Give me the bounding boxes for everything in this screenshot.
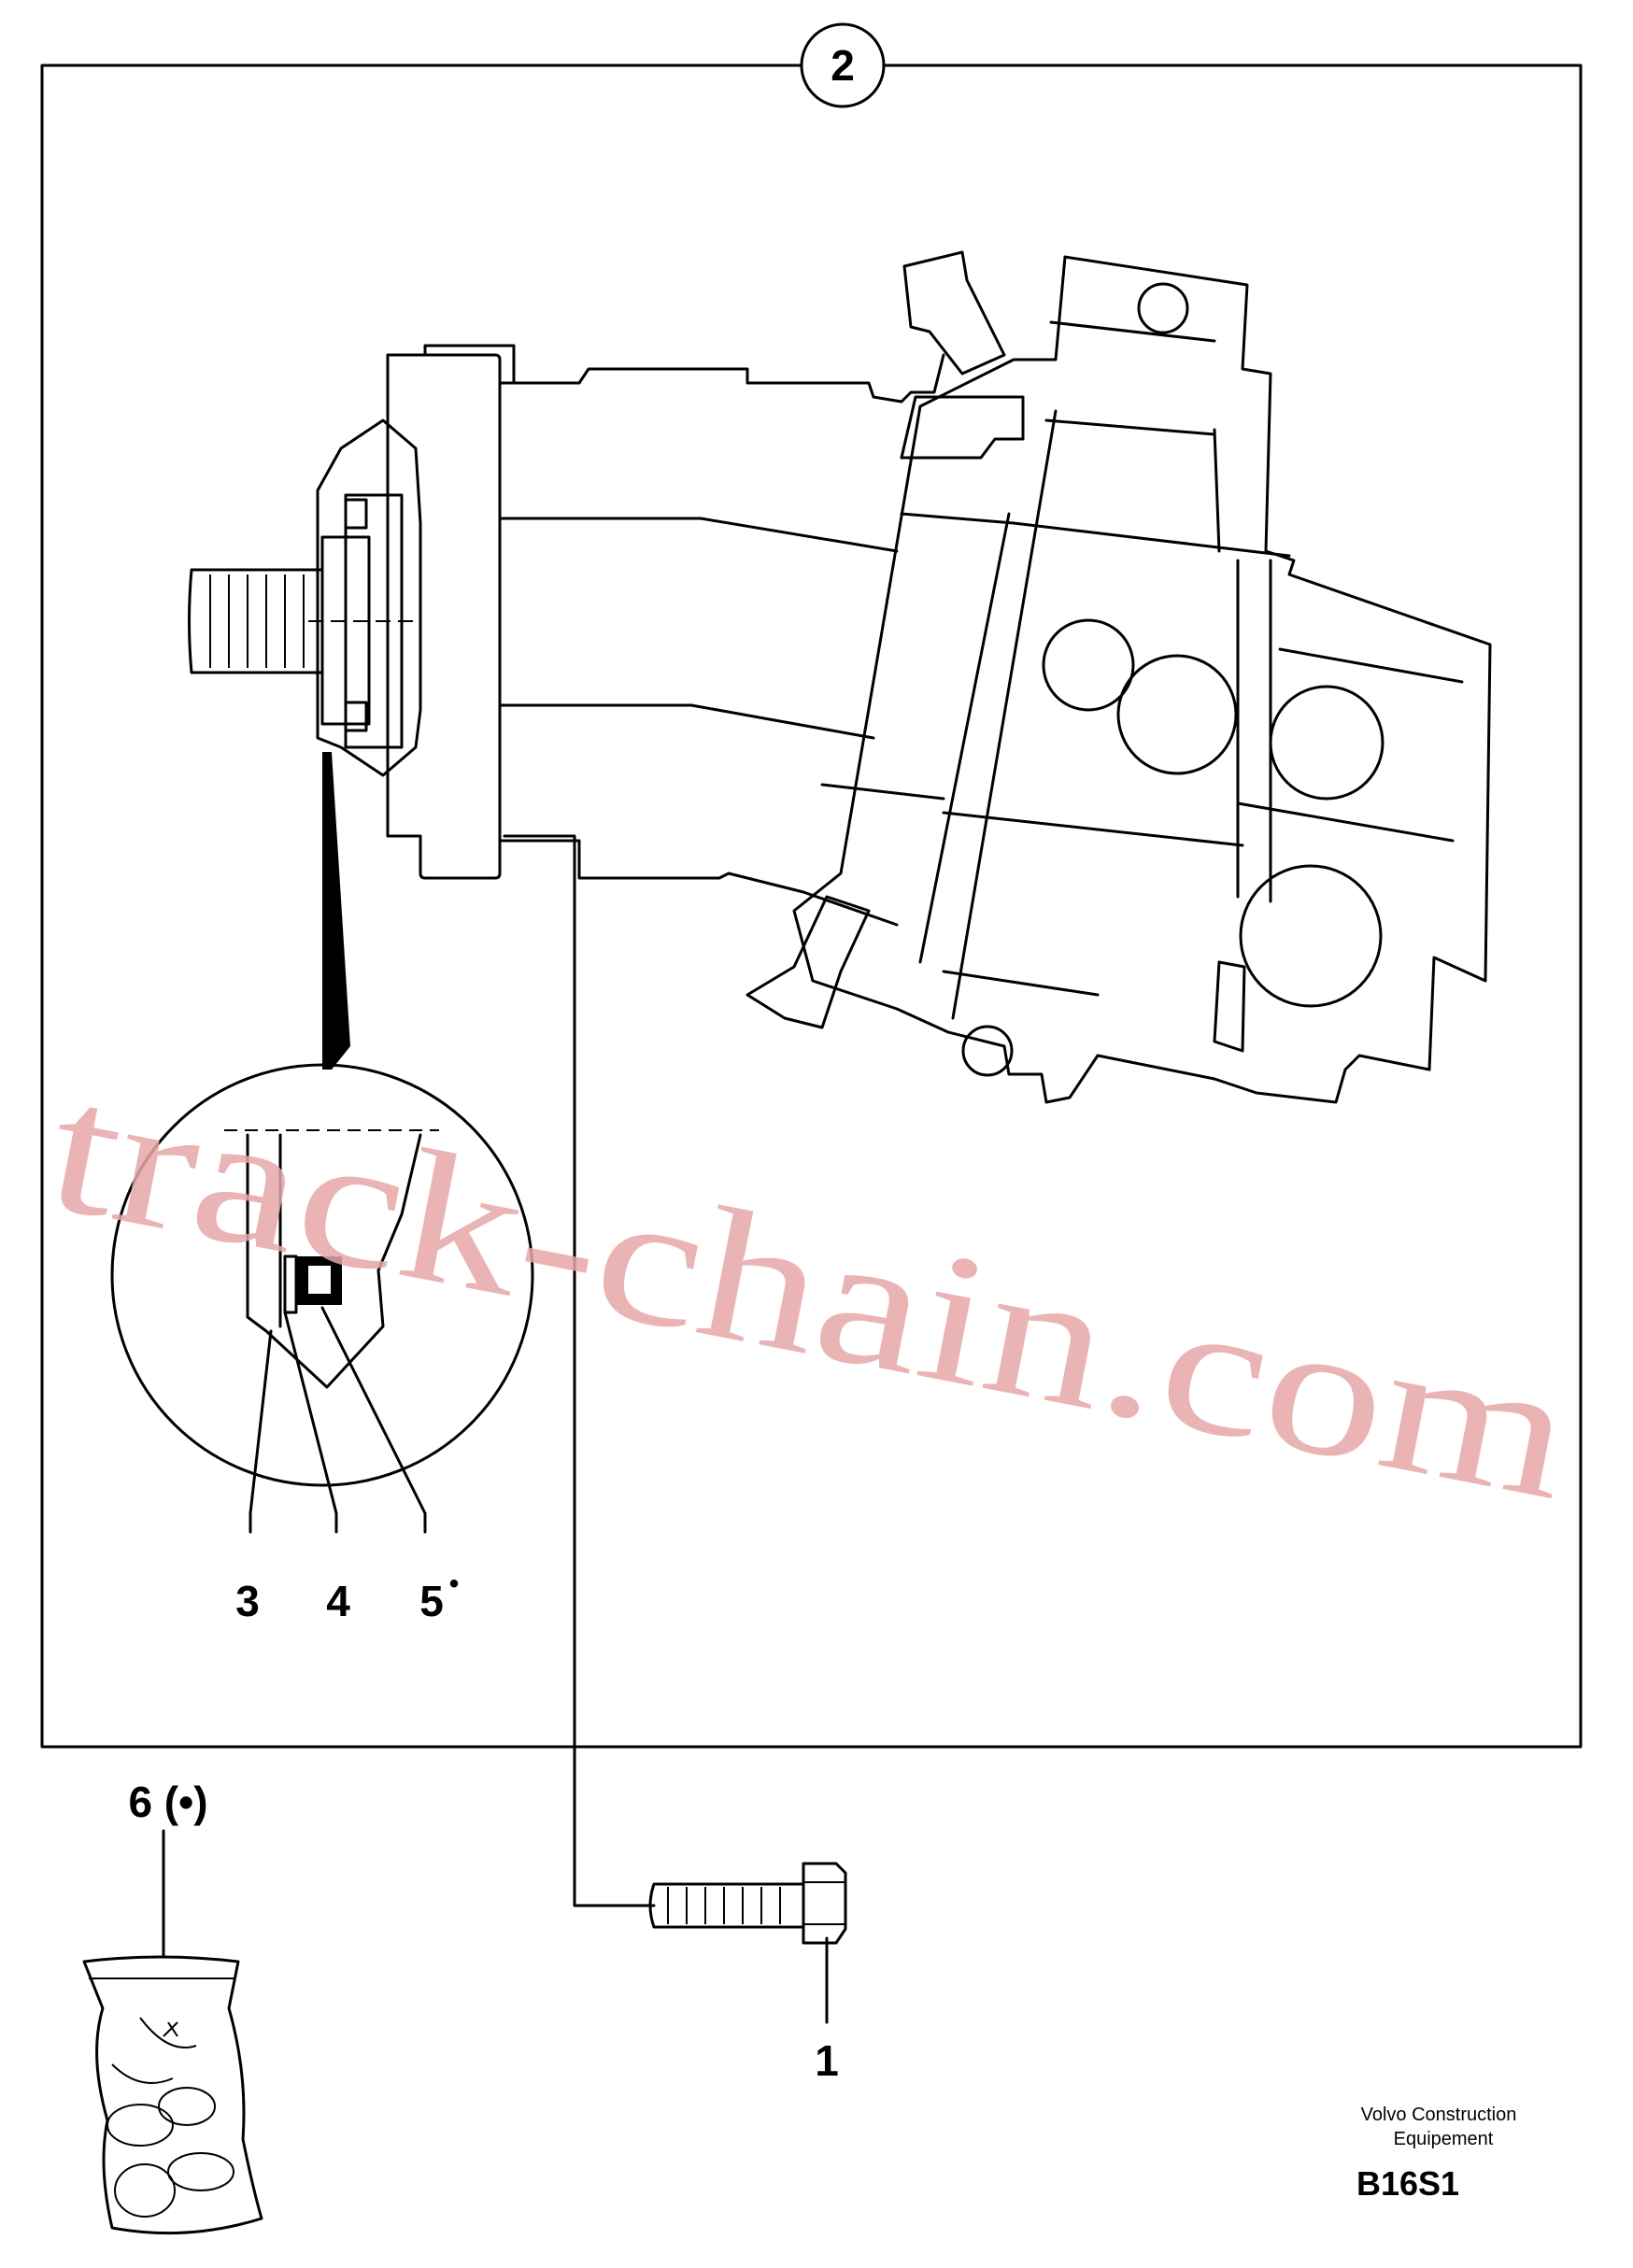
callout-item-5: 5 — [419, 1577, 444, 1625]
hex-screw-part — [648, 1862, 847, 1945]
footer: Volvo Construction Equipement B16S1 — [1356, 2105, 1516, 2203]
callout-item-5-mark: • — [449, 1568, 460, 1599]
group-number-label: 2 — [831, 41, 855, 90]
company-name-line2: Equipement — [1394, 2129, 1494, 2149]
group-frame: 2 — [40, 22, 1583, 1749]
hydraulic-motor-drawing — [188, 250, 1492, 1104]
watermark-text: track-chain.com — [35, 1042, 1587, 1539]
callout-item-1: 1 — [815, 2036, 839, 2085]
figure-code: B16S1 — [1356, 2164, 1459, 2203]
callout-labels: 3 4 5 • 6 (•) 1 — [128, 1568, 838, 2085]
callout-item-3: 3 — [235, 1577, 260, 1625]
company-name-line1: Volvo Construction — [1361, 2105, 1517, 2125]
leader-lines — [162, 834, 829, 2024]
seal-detail-magnifier — [110, 752, 534, 1487]
seal-kit-bag-part — [82, 1955, 263, 2235]
callout-item-4: 4 — [326, 1577, 350, 1625]
callout-item-6: 6 (•) — [128, 1778, 207, 1826]
